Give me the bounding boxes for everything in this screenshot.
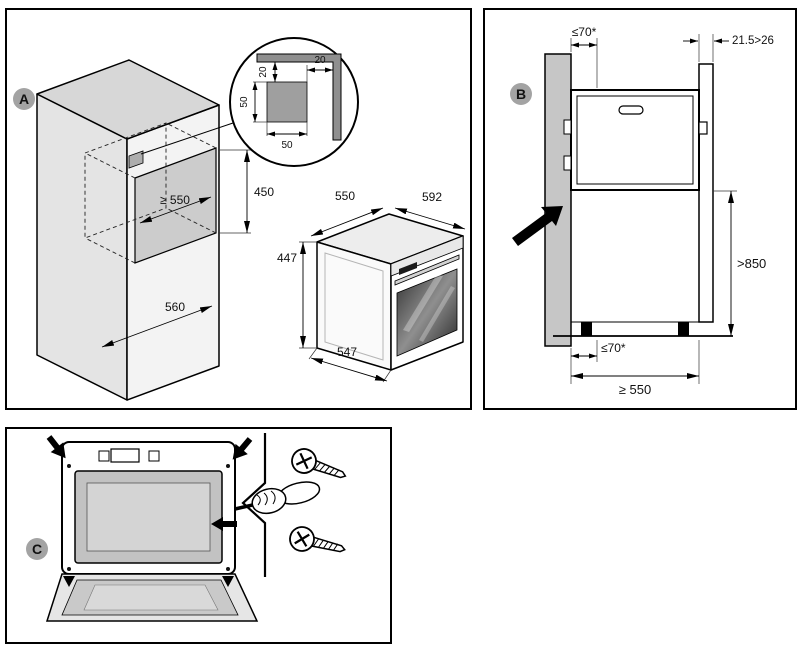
callout-jagged-edge — [241, 433, 267, 577]
plinth-height-dim: >850 — [737, 256, 766, 271]
panel-a-label: A — [19, 91, 29, 107]
open-door-flap — [45, 573, 259, 622]
oven-cavity-inner — [86, 482, 211, 552]
top-gap-dim: ≤70* — [572, 25, 597, 39]
hand-icon — [251, 487, 287, 515]
hand-fingers — [256, 490, 276, 506]
fixing-screw-icon-1 — [287, 444, 351, 489]
plinth-height-dimension: >850 — [713, 190, 766, 336]
panel-c-drawing: C — [26, 432, 351, 622]
corner-detail-circle: 20 20 50 50 — [229, 37, 359, 167]
badge-circle — [26, 538, 48, 560]
control-button-2 — [98, 450, 110, 462]
detail-square-width-dim: 50 — [281, 140, 293, 151]
detail-leader-line — [140, 122, 234, 155]
front-trim-tab-upper — [563, 119, 572, 135]
insertion-arrow — [512, 206, 563, 246]
fixing-screw-icon-2 — [286, 523, 349, 563]
oven-display — [399, 262, 417, 275]
panel-c-badge: C — [26, 538, 48, 560]
bottom-gap-dim: ≤70* — [601, 341, 626, 355]
oven-top-handle — [618, 105, 644, 115]
oven-side-view — [563, 89, 708, 191]
cabinet-foot-right — [678, 322, 689, 336]
oven-door-glass — [396, 268, 458, 357]
hinge-arrow-right — [222, 576, 234, 587]
cabinet-corner-bracket — [256, 53, 342, 141]
panel-c-label: C — [32, 541, 42, 557]
rear-gap-dimension: 21.5>26 — [683, 34, 774, 62]
rear-bracket — [698, 121, 708, 135]
niche-width-dimension: ≥ 550 — [571, 340, 700, 397]
panel-a-niche-dimensions: A — [5, 8, 472, 410]
screw-direction-arrow — [211, 517, 237, 531]
oven-height-dim: 447 — [277, 251, 297, 265]
detail-square-height-dim: 50 — [239, 96, 250, 108]
badge-circle — [13, 88, 35, 110]
cabinet-column-drawing — [36, 59, 220, 401]
bottom-gap-dimension: ≤70* — [570, 340, 626, 384]
vent-cutout-square — [128, 150, 144, 169]
oven-door-handle — [394, 254, 460, 286]
panel-b-badge: B — [510, 83, 532, 105]
control-display — [110, 448, 140, 463]
niche-height-dim: 450 — [254, 185, 274, 199]
base-cabinet — [570, 190, 699, 336]
niche-width-dim: ≥ 550 — [160, 193, 190, 207]
panel-a-drawing: A — [13, 37, 466, 401]
door-glass — [83, 584, 219, 611]
niche-width-dim: ≥ 550 — [619, 382, 651, 397]
hinge-arrow-left — [63, 576, 75, 587]
oven-bottom-depth-dim: 547 — [337, 345, 357, 359]
panel-a-badge: A — [13, 88, 35, 110]
oven-body — [570, 89, 700, 191]
front-trim-tab-lower — [563, 155, 572, 171]
screw-hole-top-right — [226, 464, 230, 468]
panel-c-fixing-screws: C — [5, 427, 392, 644]
glass-highlight-2 — [419, 286, 455, 342]
screw-hole-top-left — [67, 464, 71, 468]
rear-gap-dim: 21.5>26 — [732, 35, 774, 47]
detail-offset-side-dim: 20 — [314, 55, 326, 66]
cabinet-top-face — [36, 59, 220, 140]
oven-body-inner — [576, 95, 694, 185]
screw-hole-bottom-left — [67, 567, 71, 571]
cabinet-side-panel — [698, 63, 714, 323]
hand-with-screwdriver — [234, 481, 321, 515]
detail-offset-top-dim: 20 — [258, 66, 269, 78]
vent-square-detail — [266, 81, 308, 123]
wall-section — [544, 53, 572, 347]
panel-b-drawing: B — [510, 25, 774, 397]
oven-dimensions: 550 592 447 547 — [277, 189, 466, 383]
cabinet-left-face — [36, 93, 128, 401]
top-gap-dimension: ≤70* — [570, 25, 598, 88]
cabinet-foot-left — [581, 322, 592, 336]
screw-hole-bottom-right — [226, 567, 230, 571]
oven-front-open-door — [61, 441, 236, 575]
control-button — [148, 450, 160, 462]
glass-highlight — [403, 274, 443, 332]
niche-dimensions: ≥ 550 450 560 — [101, 149, 274, 348]
oven-top-depth-dim: 550 — [335, 189, 355, 203]
oven-top-width-dim: 592 — [422, 190, 442, 204]
panel-b-side-view: B — [483, 8, 797, 410]
niche-depth-dim: 560 — [165, 300, 185, 314]
panel-b-label: B — [516, 86, 526, 102]
badge-circle — [510, 83, 532, 105]
